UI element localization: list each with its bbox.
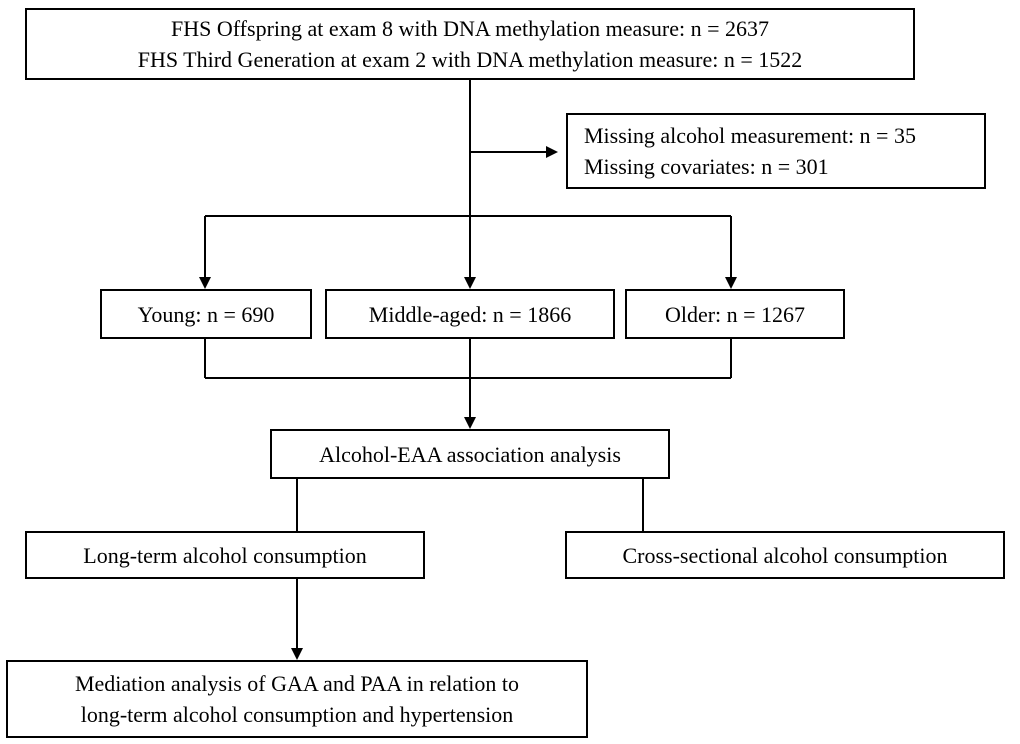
cohort-box: FHS Offspring at exam 8 with DNA methyla… — [25, 8, 915, 80]
young-box: Young: n = 690 — [100, 289, 312, 339]
cohort-line-third-generation: FHS Third Generation at exam 2 with DNA … — [137, 47, 803, 72]
older-box: Older: n = 1267 — [625, 289, 845, 339]
mediation-line-2: long-term alcohol consumption and hypert… — [80, 702, 514, 727]
cross-sectional-label: Cross-sectional alcohol consumption — [622, 542, 948, 568]
older-label: Older: n = 1267 — [664, 301, 806, 327]
middle-aged-label: Middle-aged: n = 1866 — [368, 301, 572, 327]
young-label: Young: n = 690 — [137, 301, 275, 327]
cohort-line-offspring: FHS Offspring at exam 8 with DNA methyla… — [171, 16, 769, 41]
exclusion-line-alcohol: Missing alcohol measurement: n = 35 — [584, 123, 916, 148]
exclusion-line-covariates: Missing covariates: n = 301 — [584, 154, 829, 179]
association-box: Alcohol-EAA association analysis — [270, 429, 670, 479]
association-label: Alcohol-EAA association analysis — [319, 441, 621, 467]
mediation-line-1: Mediation analysis of GAA and PAA in rel… — [74, 671, 520, 696]
long-term-box: Long-term alcohol consumption — [25, 531, 425, 579]
cross-sectional-box: Cross-sectional alcohol consumption — [565, 531, 1005, 579]
long-term-label: Long-term alcohol consumption — [83, 542, 367, 568]
mediation-box: Mediation analysis of GAA and PAA in rel… — [6, 660, 588, 738]
exclusion-box: Missing alcohol measurement: n = 35 Miss… — [566, 113, 986, 189]
middle-aged-box: Middle-aged: n = 1866 — [325, 289, 615, 339]
